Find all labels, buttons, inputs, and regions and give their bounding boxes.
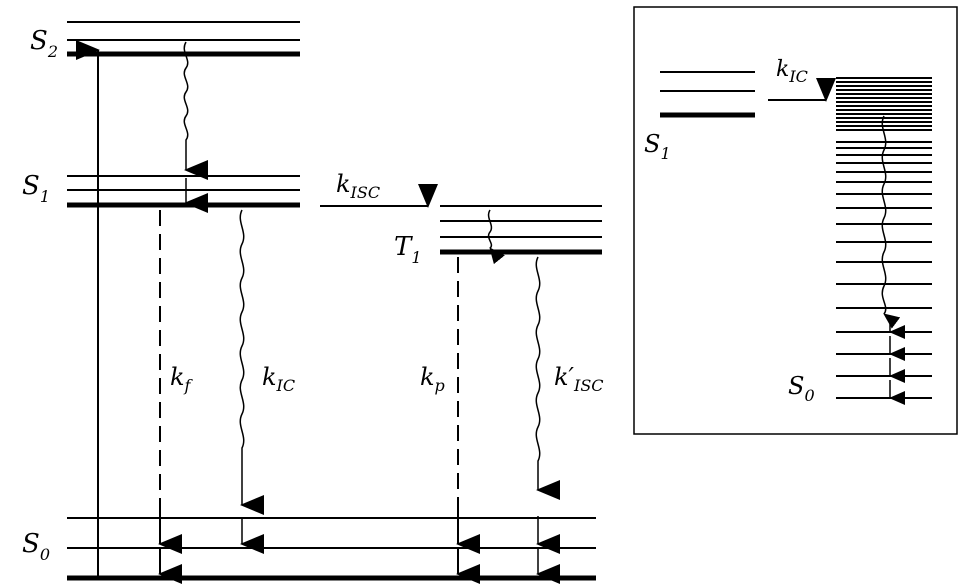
state-label-t1: T1: [394, 232, 422, 267]
inset-panel: S1 kIC S0: [633, 6, 958, 435]
inset-state-label-s0: S0: [788, 372, 815, 405]
ic-s1-s0-wavy-arrow: [239, 209, 264, 515]
t1-levels: [440, 205, 602, 255]
inset-state-label-s1: S1: [644, 130, 671, 163]
inset-frame: [633, 6, 958, 435]
s0-levels: [67, 517, 596, 581]
state-label-s2: S2: [30, 26, 58, 61]
isc-t1-s0-wavy-arrow: [535, 256, 560, 500]
s1-levels: [67, 175, 300, 208]
inset-rate-label-k-ic: kIC: [776, 57, 808, 86]
t1-relaxation-wavy-arrow: [487, 209, 505, 265]
rate-label-k-isc: kISC: [336, 170, 380, 202]
ic-s2-s1-wavy-arrow: [183, 41, 208, 180]
s2-levels: [67, 21, 300, 57]
rate-label-k-isc-prime: k′ISC: [554, 363, 604, 395]
state-label-s1: S1: [22, 171, 50, 206]
inset-s1-levels: [660, 71, 755, 118]
state-label-s0: S0: [22, 529, 50, 564]
inset-s0-vibrational-manifold: [836, 77, 932, 399]
rate-label-k-f: kf: [170, 363, 194, 395]
rate-label-k-p: kp: [420, 363, 445, 395]
inset-relaxation-wavy-arrow: [881, 115, 901, 329]
rate-label-k-ic: kIC: [262, 363, 295, 395]
